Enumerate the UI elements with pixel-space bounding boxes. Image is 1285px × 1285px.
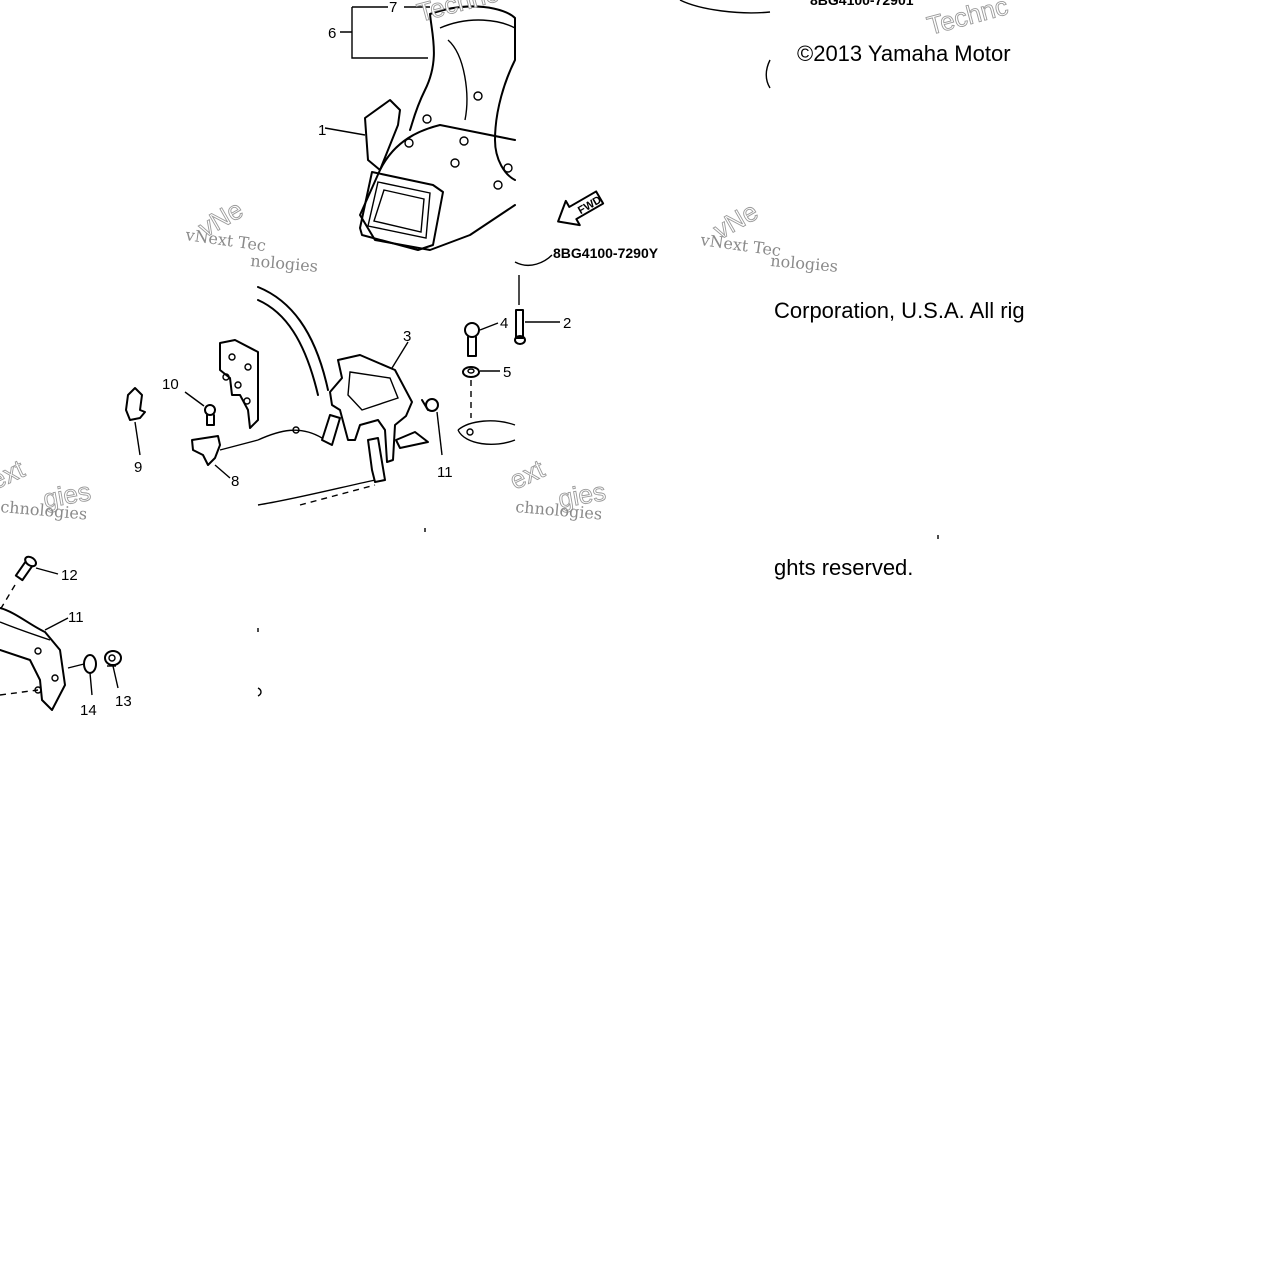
callout-9: 9 bbox=[134, 459, 142, 476]
mount-plate-part bbox=[219, 339, 259, 429]
watermark-techno: Technc bbox=[924, 0, 1011, 41]
brackets-tile: nologies 10 9 8 ext gies chnologies bbox=[0, 251, 319, 524]
cowling-tile: 7 6 1 vNext Tec vNe Techno bbox=[183, 0, 516, 255]
side-panel-part bbox=[364, 99, 401, 171]
callout-5: 5 bbox=[503, 364, 511, 381]
watermark-next: ext bbox=[0, 453, 30, 495]
copyright-line-2: Corporation, U.S.A. All rig bbox=[774, 298, 1025, 323]
callout-11: 11 bbox=[437, 464, 453, 481]
fwd-tile: FWD 8BG4100-7290Y vNext Tec vNe bbox=[553, 0, 782, 261]
screw-part-12 bbox=[14, 555, 38, 582]
callout-11-b: 11 bbox=[68, 609, 84, 626]
bracket-part-8 bbox=[191, 435, 221, 466]
callout-12: 12 bbox=[61, 567, 78, 584]
callout-10: 10 bbox=[162, 376, 179, 393]
part-code-mid: 8BG4100-7290Y bbox=[553, 245, 659, 261]
callout-2: 2 bbox=[563, 315, 571, 332]
watermark-techno: Techno bbox=[414, 0, 503, 28]
stay-bracket-part-3 bbox=[329, 354, 413, 463]
fwd-label: FWD bbox=[576, 194, 604, 217]
clip-part-9 bbox=[125, 387, 146, 421]
upper-fairing-part bbox=[409, 5, 516, 181]
fastener-tile: 4 2 5 ext gies chnologies bbox=[457, 254, 608, 524]
stay-tile: 3 11 bbox=[257, 286, 453, 506]
callout-1: 1 bbox=[318, 122, 326, 139]
watermark-next: ext bbox=[505, 453, 550, 495]
copyright-tile: 8BG4100-72901 Technc ©2013 Yamaha Motor … bbox=[770, 0, 1025, 580]
callout-14: 14 bbox=[80, 702, 97, 719]
part-code-top: 8BG4100-72901 bbox=[810, 0, 914, 8]
callout-8: 8 bbox=[231, 473, 239, 490]
bolt-part-4 bbox=[464, 322, 480, 338]
callout-3: 3 bbox=[403, 328, 411, 345]
bracket-detail-tile: 12 11 14 13 bbox=[0, 555, 132, 719]
copyright-line-1: ©2013 Yamaha Motor bbox=[797, 41, 1011, 66]
watermark-nologies: nologies bbox=[250, 251, 319, 276]
copyright-line-3: ghts reserved. bbox=[774, 555, 913, 580]
headlight-opening bbox=[359, 171, 444, 251]
bracket-part-11 bbox=[0, 607, 66, 711]
nut-part-13 bbox=[104, 650, 122, 667]
callout-7: 7 bbox=[389, 0, 397, 16]
callout-6: 6 bbox=[328, 25, 336, 42]
callout-4: 4 bbox=[500, 315, 508, 332]
washer-part-14 bbox=[83, 654, 97, 674]
callout-13: 13 bbox=[115, 693, 132, 710]
fwd-arrow-icon: FWD bbox=[557, 190, 605, 227]
watermark-nologies: nologies bbox=[770, 251, 839, 276]
bolt-part-2 bbox=[515, 309, 524, 339]
washer-part-5 bbox=[462, 366, 480, 378]
